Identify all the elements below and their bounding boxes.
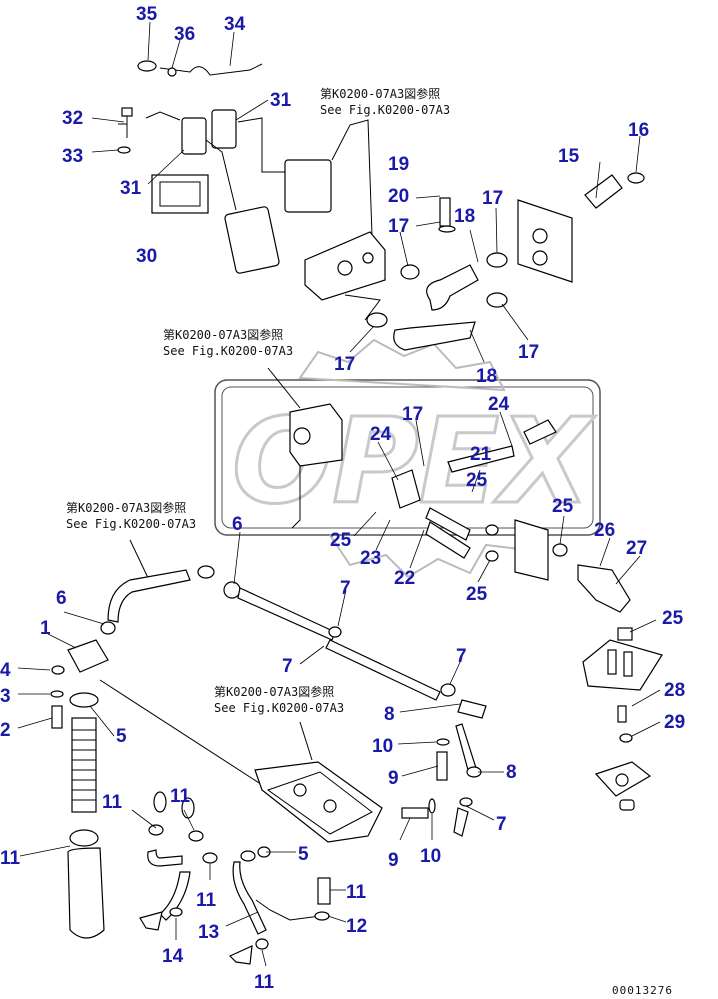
callout-number: 18 bbox=[454, 206, 475, 227]
ref-en-label: See Fig.K0200-07A3 bbox=[163, 344, 293, 358]
callout-number: 16 bbox=[628, 120, 649, 141]
reference-note-1: 第K0200-07A3図参照 See Fig.K0200-07A3 bbox=[320, 86, 450, 117]
callout-number: 6 bbox=[232, 514, 243, 535]
callout-number: 29 bbox=[664, 712, 685, 733]
callout-number: 7 bbox=[496, 814, 507, 835]
filter-pipe-group bbox=[50, 565, 487, 939]
ref-jp-label: 第K0200-07A3図参照 bbox=[320, 86, 440, 101]
callout-number: 27 bbox=[626, 538, 647, 559]
callout-number: 15 bbox=[558, 146, 580, 167]
callout-number: 24 bbox=[488, 394, 510, 415]
callout-number: 6 bbox=[56, 588, 67, 609]
heater-unit-group bbox=[289, 403, 663, 811]
drawing-code: 00013276 bbox=[612, 984, 673, 997]
callout-number: 14 bbox=[162, 946, 184, 967]
callout-number: 4 bbox=[0, 660, 11, 681]
callout-number: 25 bbox=[552, 496, 574, 517]
callout-number: 1 bbox=[40, 618, 51, 639]
heater-hose-group bbox=[304, 172, 645, 351]
callout-number: 31 bbox=[120, 178, 142, 199]
callout-number: 31 bbox=[270, 90, 292, 111]
callout-number: 9 bbox=[388, 768, 399, 789]
callout-number: 7 bbox=[456, 646, 467, 667]
callout-number: 5 bbox=[116, 726, 127, 747]
callout-numbers: 35 36 34 32 31 33 31 30 19 20 18 17 17 1… bbox=[0, 4, 685, 993]
callout-number: 7 bbox=[282, 656, 293, 677]
callout-number: 23 bbox=[360, 548, 381, 569]
ref-jp-label: 第K0200-07A3図参照 bbox=[66, 500, 186, 515]
callout-number: 10 bbox=[372, 736, 393, 757]
callout-number: 32 bbox=[62, 108, 83, 129]
reference-note-2: 第K0200-07A3図参照 See Fig.K0200-07A3 bbox=[163, 327, 293, 358]
callout-number: 17 bbox=[518, 342, 539, 363]
callout-number: 36 bbox=[174, 24, 195, 45]
callout-number: 25 bbox=[466, 584, 488, 605]
tank-group bbox=[139, 761, 383, 965]
callout-number: 25 bbox=[662, 608, 684, 629]
ref-en-label: See Fig.K0200-07A3 bbox=[214, 701, 344, 715]
ref-jp-label: 第K0200-07A3図参照 bbox=[214, 684, 334, 699]
callout-number: 22 bbox=[394, 568, 415, 589]
callout-number: 3 bbox=[0, 686, 11, 707]
callout-number: 11 bbox=[170, 786, 191, 807]
callout-number: 17 bbox=[402, 404, 423, 425]
harness-relay-group bbox=[117, 60, 332, 274]
callout-number: 8 bbox=[384, 704, 395, 725]
callout-number: 10 bbox=[420, 846, 441, 867]
callout-number: 12 bbox=[346, 916, 367, 937]
callout-number: 19 bbox=[388, 154, 409, 175]
callout-number: 25 bbox=[466, 470, 488, 491]
callout-leaders bbox=[17, 21, 661, 967]
callout-number: 26 bbox=[594, 520, 615, 541]
callout-number: 25 bbox=[330, 530, 352, 551]
callout-number: 20 bbox=[388, 186, 409, 207]
callout-number: 7 bbox=[340, 578, 351, 599]
ref-en-label: See Fig.K0200-07A3 bbox=[320, 103, 450, 117]
callout-number: 24 bbox=[370, 424, 392, 445]
callout-number: 34 bbox=[224, 14, 246, 35]
callout-number: 8 bbox=[506, 762, 517, 783]
callout-number: 11 bbox=[196, 890, 217, 911]
callout-number: 28 bbox=[664, 680, 685, 701]
callout-number: 35 bbox=[136, 4, 158, 25]
reference-note-3: 第K0200-07A3図参照 See Fig.K0200-07A3 bbox=[66, 500, 196, 531]
callout-number: 2 bbox=[0, 720, 11, 741]
callout-number: 11 bbox=[254, 972, 275, 993]
callout-number: 17 bbox=[482, 188, 503, 209]
ref-jp-label: 第K0200-07A3図参照 bbox=[163, 327, 283, 342]
reference-note-4: 第K0200-07A3図参照 See Fig.K0200-07A3 bbox=[214, 684, 344, 715]
callout-number: 5 bbox=[298, 844, 309, 865]
callout-number: 13 bbox=[198, 922, 219, 943]
callout-number: 21 bbox=[470, 444, 492, 465]
callout-number: 17 bbox=[334, 354, 355, 375]
ref-en-label: See Fig.K0200-07A3 bbox=[66, 517, 196, 531]
callout-number: 11 bbox=[346, 882, 367, 903]
callout-number: 11 bbox=[0, 848, 21, 869]
callout-number: 9 bbox=[388, 850, 399, 871]
callout-number: 30 bbox=[136, 246, 157, 267]
callout-number: 18 bbox=[476, 366, 497, 387]
callout-number: 11 bbox=[102, 792, 123, 813]
callout-number: 17 bbox=[388, 216, 409, 237]
callout-number: 33 bbox=[62, 146, 83, 167]
